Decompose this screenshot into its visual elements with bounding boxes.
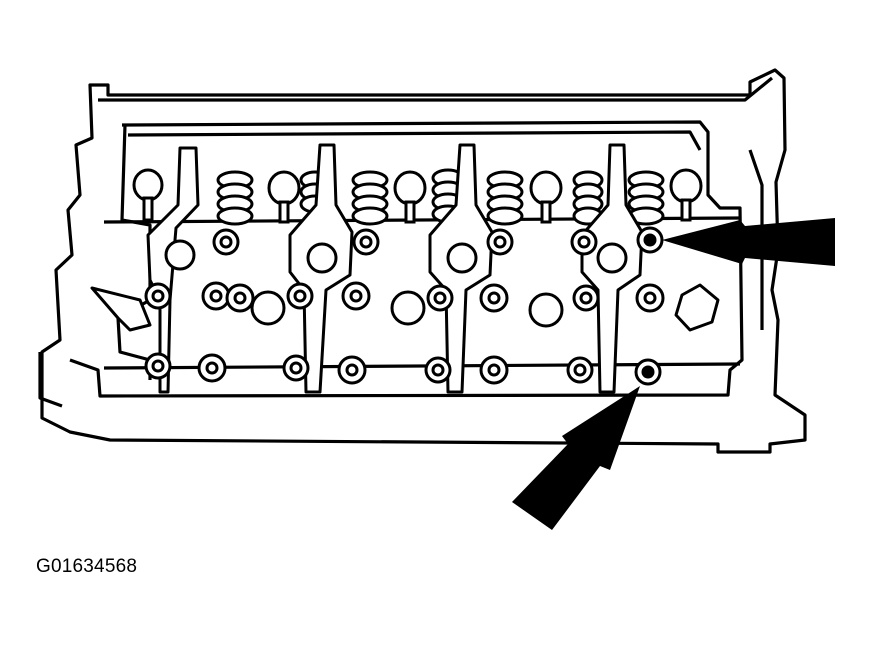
arrow-lower-right — [512, 386, 640, 530]
callout-arrows — [512, 218, 835, 530]
end-features — [90, 283, 720, 332]
arrow-upper-right — [662, 218, 835, 266]
figure-caption: G01634568 — [36, 556, 138, 577]
bolt-pattern — [144, 226, 665, 386]
camshaft-journals — [164, 239, 628, 328]
